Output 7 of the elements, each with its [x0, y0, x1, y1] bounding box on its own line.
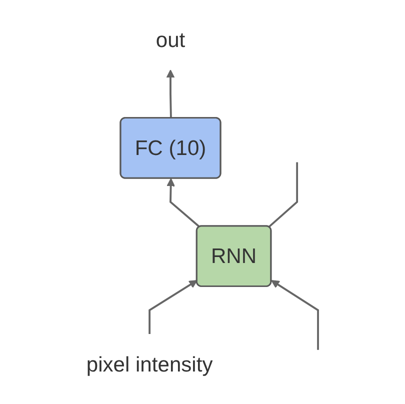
- connector: [268, 162, 298, 228]
- arrow: [166, 70, 176, 118]
- arrow: [166, 178, 201, 228]
- node-text: pixel intensity: [86, 352, 214, 376]
- arrow: [271, 280, 320, 350]
- arrow: [148, 280, 198, 334]
- node-text: out: [156, 28, 186, 52]
